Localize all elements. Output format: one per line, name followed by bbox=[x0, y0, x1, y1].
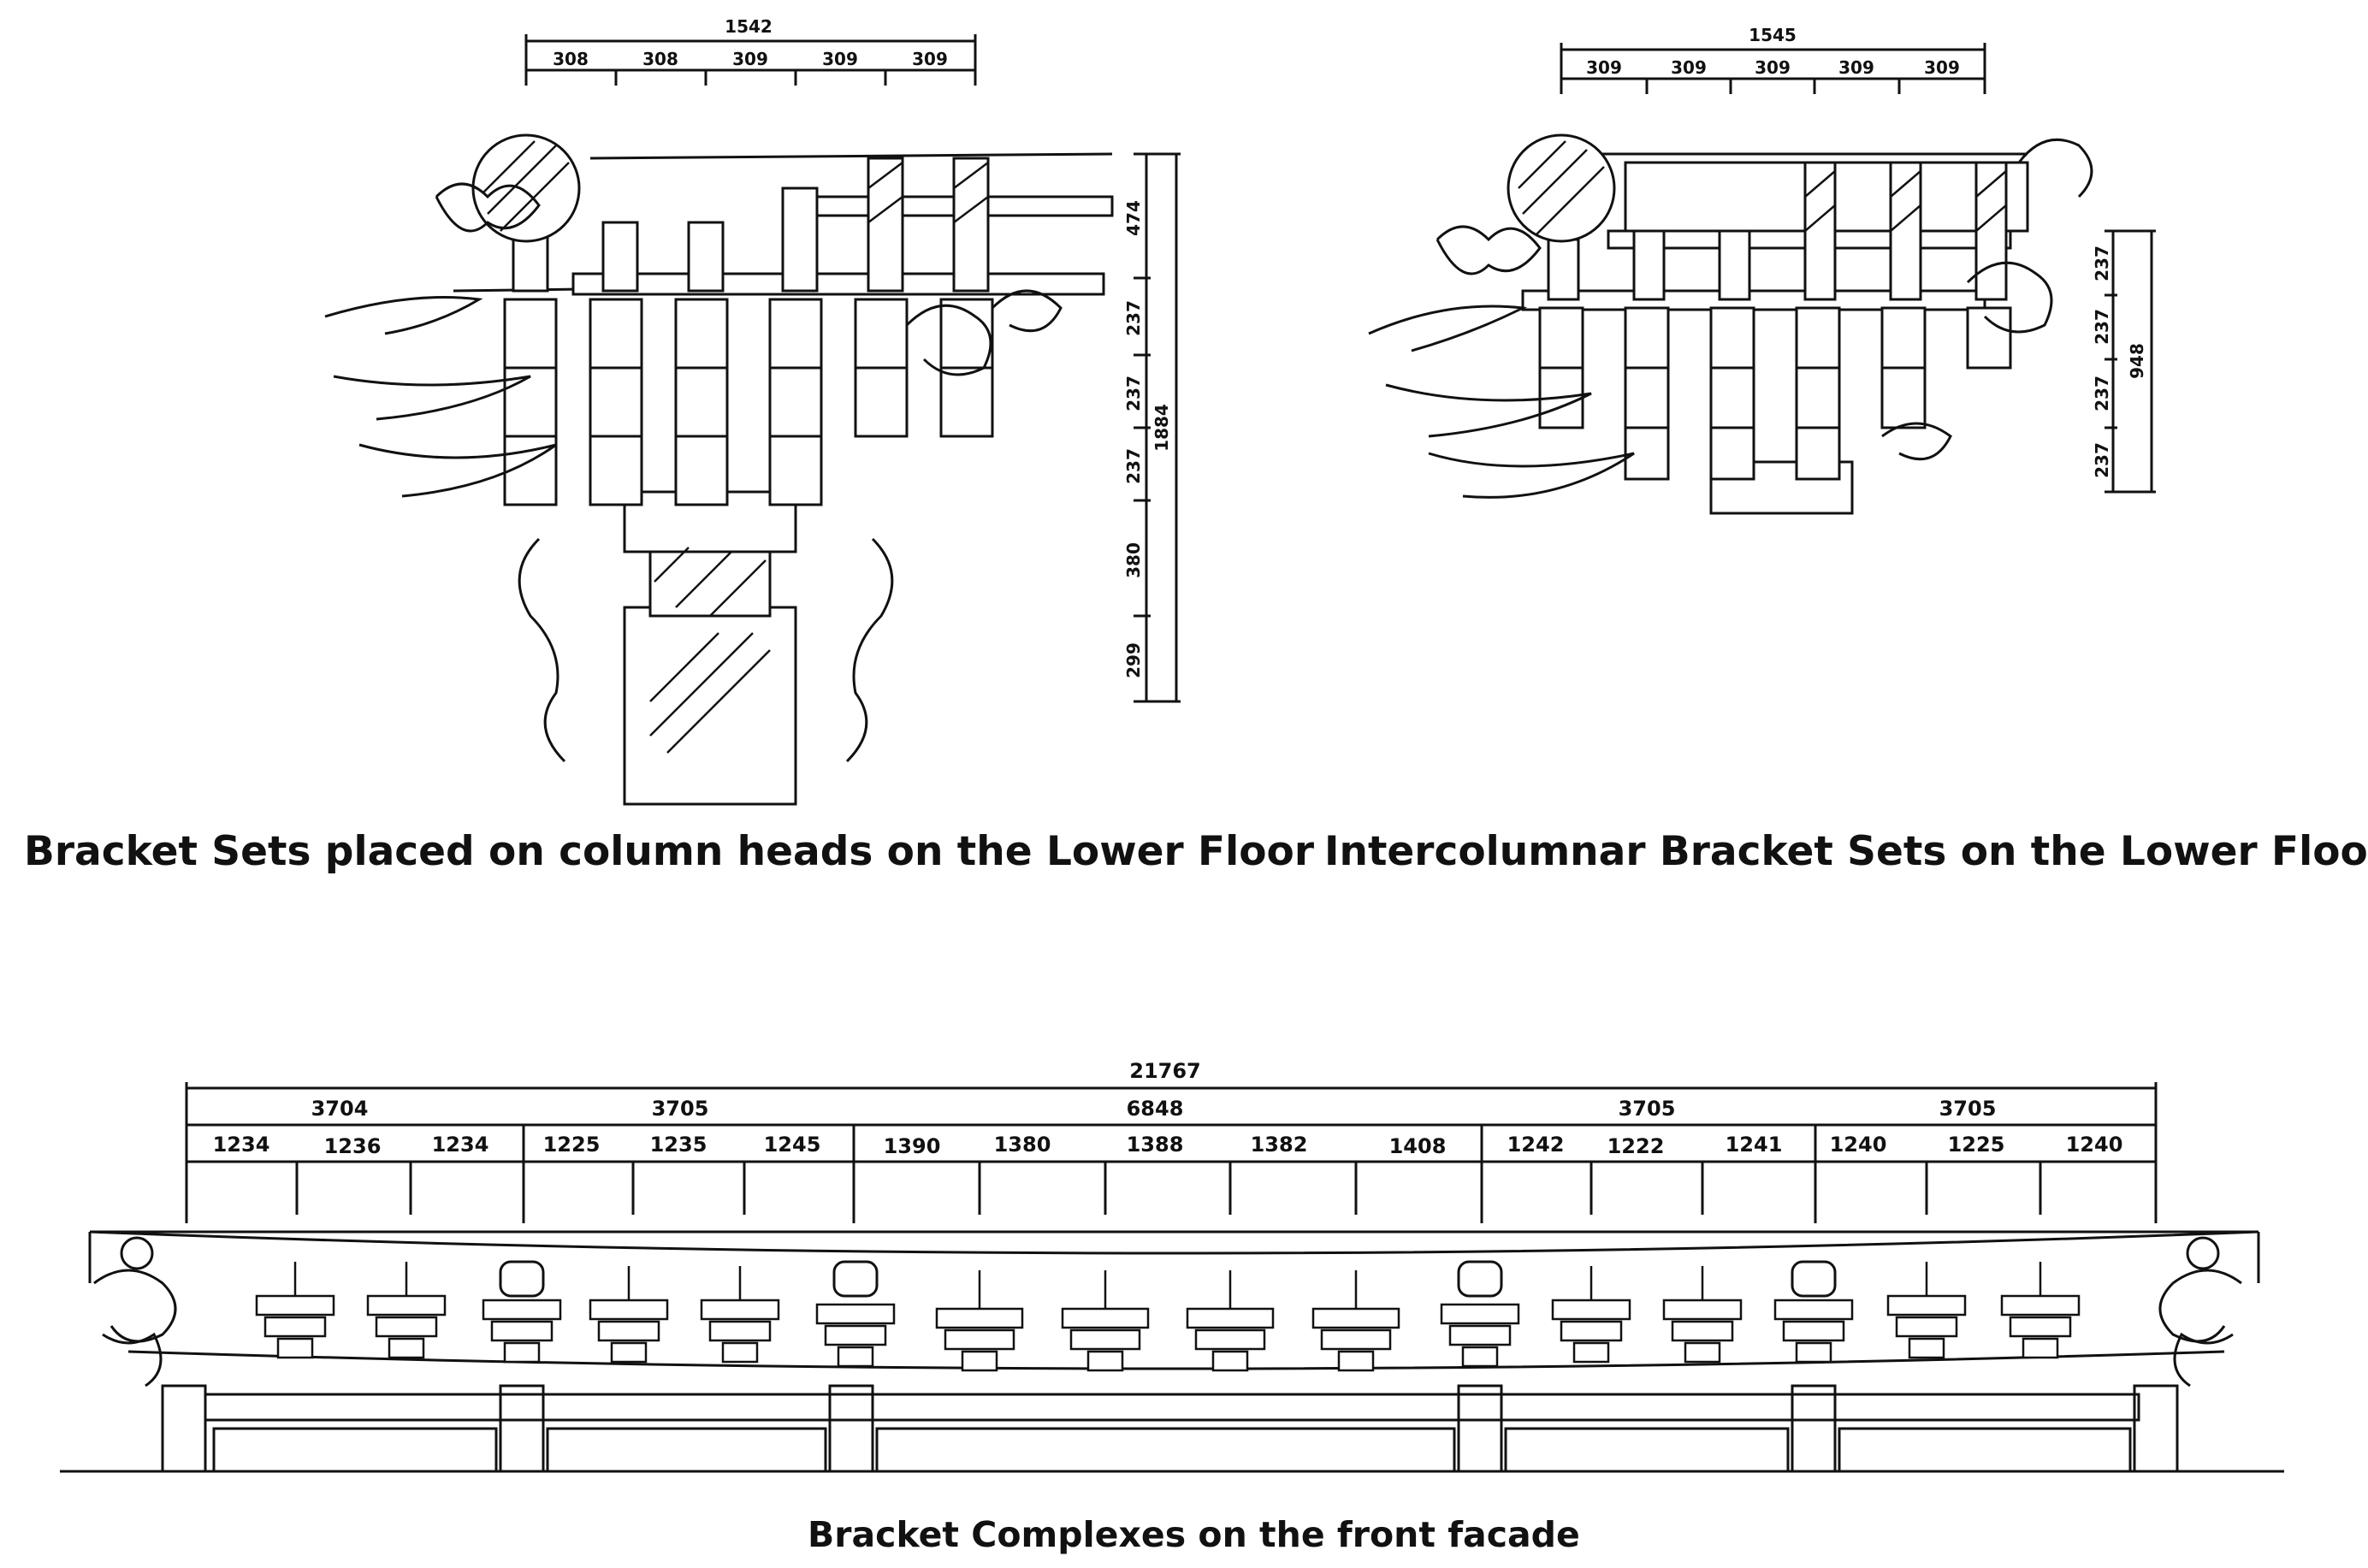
dim-facade-total: 21767 bbox=[1129, 1059, 1201, 1083]
front-facade-drawing: 21767 3704 3705 6848 3705 3705 1234 1236… bbox=[60, 1059, 2284, 1473]
bracket-complex bbox=[1773, 1299, 1854, 1364]
bracket-complex bbox=[1551, 1266, 1631, 1364]
dim-height-segment: 237 bbox=[2092, 442, 2112, 478]
dim-segment: 309 bbox=[912, 49, 948, 69]
bracket-complex bbox=[1886, 1262, 1967, 1359]
bracket-complex bbox=[2000, 1262, 2081, 1359]
bracket-complex bbox=[935, 1270, 1024, 1372]
dim-height-segment: 237 bbox=[1123, 376, 1144, 411]
dim-facade-bay: 3705 bbox=[652, 1097, 709, 1121]
dim-facade-sub: 1225 bbox=[1948, 1133, 2005, 1157]
dim-facade-bay: 3705 bbox=[1619, 1097, 1676, 1121]
caption-column-heads: Bracket Sets placed on column heads on t… bbox=[24, 828, 1315, 875]
dim-facade-sub: 1242 bbox=[1507, 1133, 1565, 1157]
bracket-complex bbox=[1311, 1270, 1400, 1372]
dim-facade-sub: 1225 bbox=[543, 1133, 601, 1157]
dim-facade-bay: 6848 bbox=[1127, 1097, 1184, 1121]
bracket-complex bbox=[1186, 1270, 1275, 1372]
column-head-bracket-drawing: 1542 308 308 309 309 309 1884 474 237 23… bbox=[324, 17, 1181, 806]
dim-height-segment: 380 bbox=[1123, 542, 1144, 578]
dim-facade-sub: 1408 bbox=[1389, 1134, 1447, 1158]
dim-height-segment: 237 bbox=[2092, 246, 2112, 281]
bracket-complex bbox=[700, 1266, 780, 1364]
dim-facade-bay: 3705 bbox=[1939, 1097, 1997, 1121]
dim-height-segment: 474 bbox=[1123, 200, 1144, 236]
bracket-complex bbox=[1440, 1303, 1520, 1368]
dim-height-segment: 237 bbox=[2092, 376, 2112, 411]
dim-height-segment: 237 bbox=[1123, 300, 1144, 336]
dim-facade-bay: 3704 bbox=[311, 1097, 369, 1121]
dim-total-height: 948 bbox=[2127, 343, 2147, 379]
dim-height-segment: 299 bbox=[1123, 642, 1144, 678]
dim-facade-sub: 1234 bbox=[432, 1133, 489, 1157]
dim-facade-sub: 1235 bbox=[650, 1133, 707, 1157]
dim-facade-sub: 1240 bbox=[1830, 1133, 1887, 1157]
dim-segment: 309 bbox=[822, 49, 858, 69]
dim-facade-sub: 1390 bbox=[884, 1134, 941, 1158]
bracket-complex bbox=[1662, 1266, 1743, 1364]
dim-facade-sub: 1241 bbox=[1726, 1133, 1783, 1157]
bracket-stack bbox=[1538, 306, 2012, 481]
dim-segment: 309 bbox=[1838, 57, 1874, 78]
dim-segment: 309 bbox=[732, 49, 768, 69]
dim-height-segment: 237 bbox=[2092, 309, 2112, 345]
bracket-stack bbox=[503, 298, 994, 506]
dim-facade-sub: 1388 bbox=[1127, 1133, 1184, 1157]
caption-intercolumnar: Intercolumnar Bracket Sets on the Lower … bbox=[1324, 828, 2368, 875]
intercolumnar-bracket-drawing: 1545 309 309 309 309 309 948 237 237 237… bbox=[1368, 26, 2156, 515]
caption-front-facade: Bracket Complexes on the front facade bbox=[808, 1514, 1580, 1555]
dim-segment: 309 bbox=[1755, 57, 1791, 78]
dim-facade-sub: 1380 bbox=[994, 1133, 1051, 1157]
dim-facade-sub: 1245 bbox=[764, 1133, 821, 1157]
bracket-complex bbox=[589, 1266, 669, 1364]
dim-segment: 308 bbox=[642, 49, 678, 69]
bracket-complex bbox=[815, 1303, 896, 1368]
dim-total-width: 1545 bbox=[1749, 26, 1797, 45]
dim-height-segment: 237 bbox=[1123, 448, 1144, 484]
bracket-complex bbox=[255, 1262, 335, 1359]
dim-facade-sub: 1236 bbox=[324, 1134, 382, 1158]
bracket-complex bbox=[482, 1299, 562, 1364]
bracket-complex bbox=[1061, 1270, 1150, 1372]
dim-facade-sub: 1234 bbox=[213, 1133, 270, 1157]
bracket-complex bbox=[366, 1262, 447, 1359]
dim-total-width: 1542 bbox=[725, 17, 773, 37]
dim-segment: 308 bbox=[553, 49, 589, 69]
dim-facade-sub: 1222 bbox=[1607, 1134, 1665, 1158]
dim-total-height: 1884 bbox=[1151, 404, 1172, 452]
dim-facade-sub: 1240 bbox=[2066, 1133, 2123, 1157]
dim-segment: 309 bbox=[1586, 57, 1622, 78]
dim-segment: 309 bbox=[1671, 57, 1707, 78]
dim-facade-sub: 1382 bbox=[1251, 1133, 1308, 1157]
dim-segment: 309 bbox=[1924, 57, 1960, 78]
